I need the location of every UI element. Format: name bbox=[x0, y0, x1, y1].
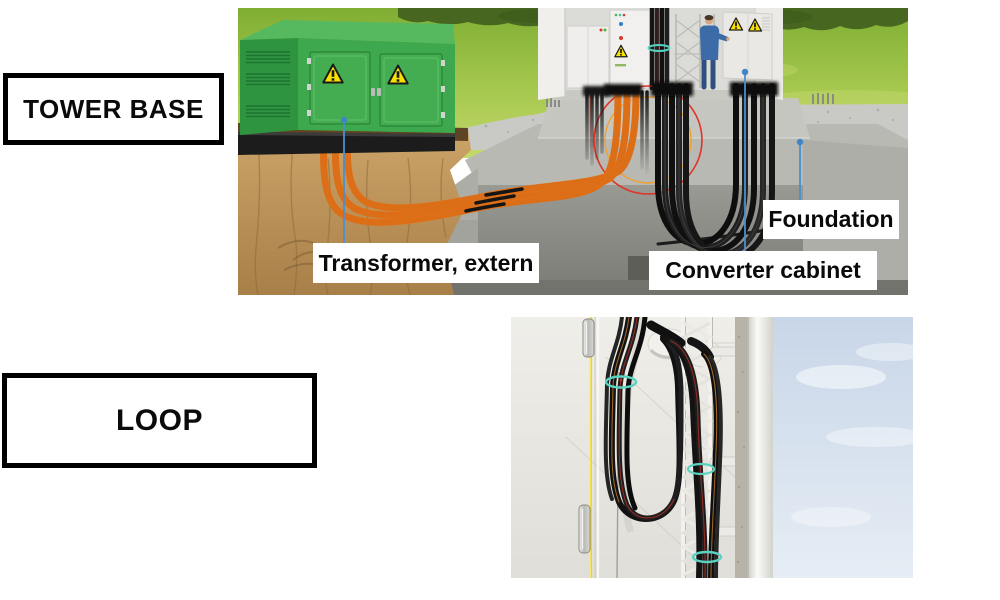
leader-lines bbox=[340, 68, 804, 252]
foundation-label-text: Foundation bbox=[768, 206, 894, 232]
loop-figure bbox=[511, 314, 926, 581]
hinges bbox=[307, 58, 445, 118]
exposed-cable-segment bbox=[484, 187, 524, 197]
converter-cabinet-label: Converter cabinet bbox=[649, 251, 877, 290]
exposed-cable-segment bbox=[474, 194, 516, 205]
exposed-cable-segment bbox=[464, 202, 506, 213]
cable-tie-teal bbox=[604, 375, 638, 389]
vent-grille bbox=[246, 51, 290, 118]
transformer-extern-label: Transformer, extern bbox=[313, 243, 539, 283]
concrete-edge bbox=[735, 317, 748, 578]
converter-cabinet-label-text: Converter cabinet bbox=[665, 257, 861, 283]
loop-figure-image bbox=[511, 314, 926, 581]
transformer-cabinet bbox=[238, 20, 455, 155]
orange-conduits bbox=[320, 88, 840, 246]
leader-dot bbox=[796, 138, 804, 146]
leader-dot bbox=[340, 116, 348, 124]
tower-base-callout-label: TOWER BASE bbox=[23, 93, 204, 124]
tower-internal-cable-bundle bbox=[647, 5, 671, 91]
cable-tie-teal bbox=[686, 462, 723, 564]
transformer-extern-label-text: Transformer, extern bbox=[318, 249, 534, 276]
tower-edge-pipe bbox=[747, 317, 773, 578]
technician-figure bbox=[699, 15, 730, 90]
tower-base-callout: TOWER BASE bbox=[3, 73, 224, 145]
leader-dot bbox=[741, 68, 749, 76]
loop-callout: LOOP bbox=[2, 373, 317, 468]
loop-callout-label: LOOP bbox=[115, 403, 203, 437]
ladder-cable-bundle bbox=[660, 334, 723, 581]
door-handles bbox=[371, 88, 381, 96]
foundation-label: Foundation bbox=[763, 200, 899, 239]
anchor-bolts bbox=[546, 93, 834, 107]
sky bbox=[773, 317, 926, 578]
wall-clamps bbox=[578, 318, 595, 554]
